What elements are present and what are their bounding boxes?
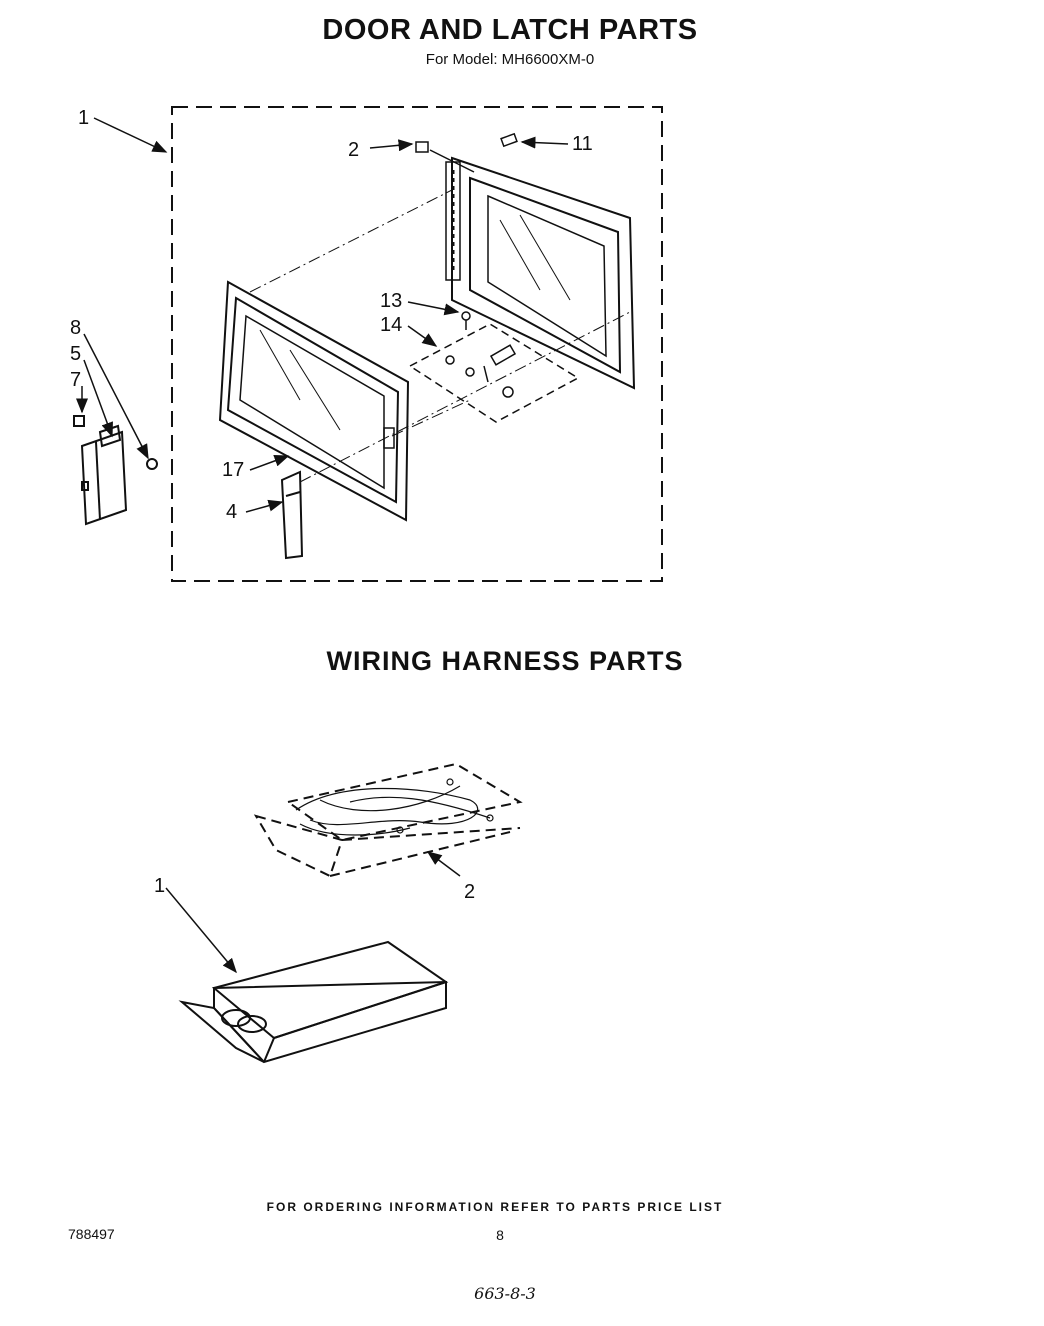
section-title-door-latch: DOOR AND LATCH PARTS bbox=[322, 14, 698, 46]
callout-17: 17 bbox=[222, 459, 244, 481]
door-inner-frame bbox=[445, 156, 636, 390]
latch-switch-assembly bbox=[73, 415, 158, 526]
latch-hardware-kit bbox=[408, 311, 580, 423]
wiring-callout-2: 2 bbox=[464, 881, 475, 903]
door-outer-panel bbox=[218, 280, 410, 522]
page-number: 8 bbox=[496, 1227, 504, 1243]
door-hardware-top bbox=[415, 132, 518, 153]
wiring-harness-diagram: 1 2 bbox=[154, 762, 523, 1064]
callout-14: 14 bbox=[380, 314, 402, 336]
leader-wiring-2 bbox=[426, 851, 461, 877]
leader-1 bbox=[93, 117, 168, 153]
leader-4 bbox=[245, 499, 284, 513]
callout-8: 8 bbox=[70, 317, 81, 339]
harness-package-box bbox=[178, 940, 449, 1064]
callout-5: 5 bbox=[70, 343, 81, 365]
leader-5 bbox=[83, 359, 113, 438]
harness-wires bbox=[295, 778, 494, 836]
leader-2b bbox=[429, 149, 475, 173]
alignment-lines bbox=[249, 189, 631, 483]
assembly-boundary bbox=[171, 106, 663, 582]
leader-11 bbox=[520, 136, 569, 149]
wiring-harness-bag bbox=[253, 762, 523, 878]
wiring-callout-1: 1 bbox=[154, 875, 165, 897]
callout-2: 2 bbox=[348, 139, 359, 161]
document-number: 788497 bbox=[68, 1226, 115, 1242]
door-handle bbox=[280, 470, 304, 560]
leader-2 bbox=[369, 139, 414, 152]
callout-11: 11 bbox=[572, 133, 593, 155]
leader-wiring-1 bbox=[165, 887, 237, 974]
section-title-wiring-harness: WIRING HARNESS PARTS bbox=[326, 646, 684, 676]
leader-14 bbox=[407, 325, 438, 347]
leader-13 bbox=[407, 301, 460, 316]
leader-8 bbox=[83, 333, 149, 460]
callout-4: 4 bbox=[226, 501, 237, 523]
model-subtitle: For Model: MH6600XM-0 bbox=[425, 51, 595, 68]
handwritten-code: 663-8-3 bbox=[474, 1284, 536, 1303]
leader-17 bbox=[249, 455, 290, 471]
callout-1: 1 bbox=[78, 107, 89, 129]
callout-13: 13 bbox=[380, 290, 402, 312]
ordering-note: FOR ORDERING INFORMATION REFER TO PARTS … bbox=[266, 1200, 724, 1214]
door-latch-diagram: 1 2 11 13 14 8 5 7 17 4 bbox=[70, 106, 663, 582]
callout-7: 7 bbox=[70, 369, 81, 391]
